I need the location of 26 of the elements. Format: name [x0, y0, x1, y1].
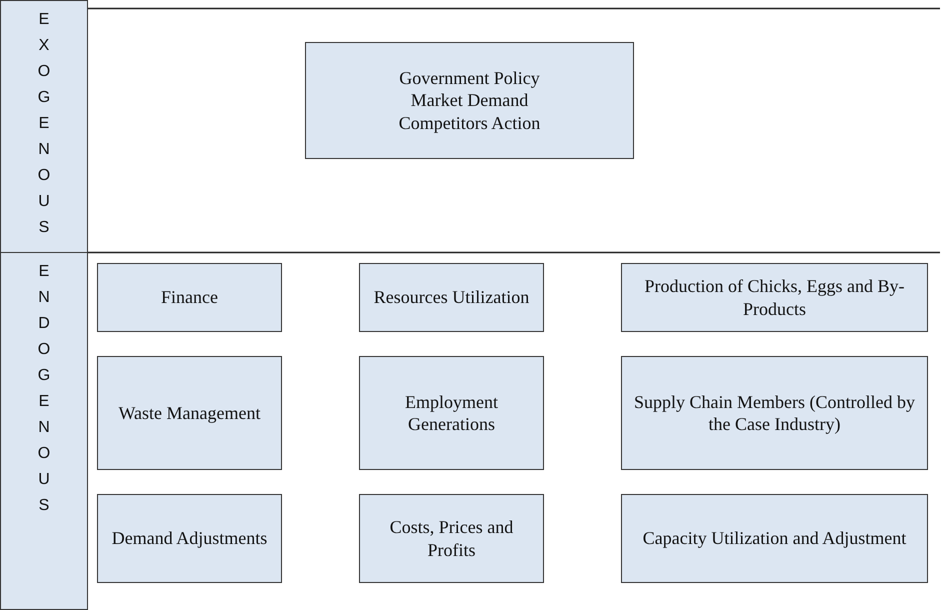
- factor-box: [305, 42, 634, 159]
- factor-label: Finance: [160, 286, 219, 309]
- factor-box: [621, 263, 928, 332]
- factor-label: Waste Management: [118, 402, 262, 424]
- factor-label: Supply Chain Members (Controlled by the Case Industry): [633, 390, 916, 436]
- band-label: ENDOGENOUS: [36, 262, 52, 516]
- factor-label: Government Policy: [398, 66, 541, 90]
- factor-label: Capacity Utilization and Adjustment: [642, 527, 908, 550]
- factor-box: [621, 494, 928, 583]
- factor-label: Market Demand: [410, 89, 530, 112]
- factor-box: [97, 494, 282, 583]
- factor-box: [359, 356, 544, 470]
- factor-label: Resources Utilization: [372, 286, 530, 309]
- factor-label: Demand Adjustments: [110, 527, 268, 550]
- factor-box: [359, 494, 544, 583]
- factor-box: [97, 356, 282, 470]
- band-label: EXOGENOUS: [36, 10, 52, 238]
- factor-box: [359, 263, 544, 332]
- factor-box: [621, 356, 928, 470]
- factor-label: Production of Chicks, Eggs and By-Products: [644, 275, 906, 320]
- factor-label: Competitors Action: [398, 112, 542, 134]
- category-band: [0, 0, 88, 253]
- factor-label: Employment Generations: [404, 390, 499, 436]
- category-band: [0, 252, 88, 610]
- factor-label: Costs, Prices and Profits: [388, 516, 514, 561]
- factor-box: [97, 263, 282, 332]
